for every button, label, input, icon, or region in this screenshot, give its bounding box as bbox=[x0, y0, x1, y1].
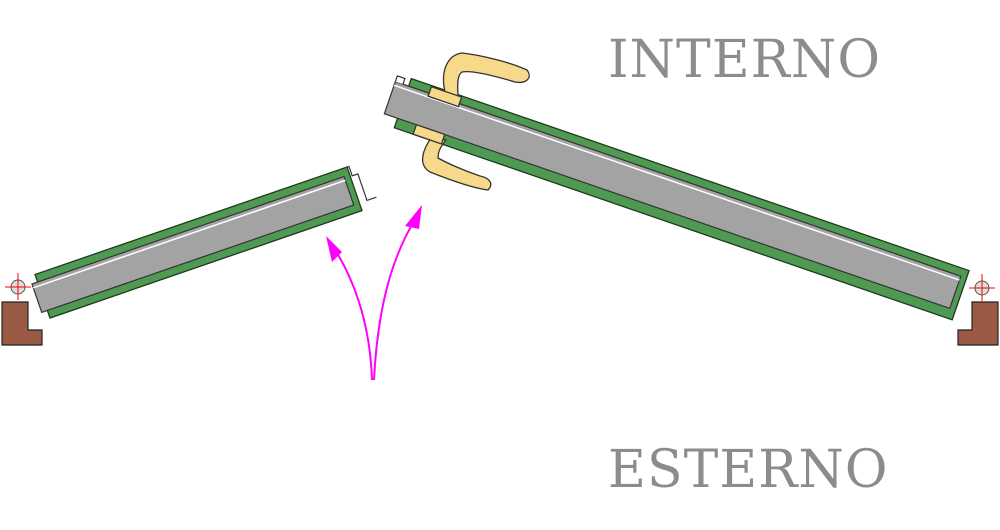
interior-label: INTERNO bbox=[608, 30, 881, 90]
left-door-leaf bbox=[31, 165, 377, 319]
arrow-right-leaf bbox=[373, 214, 419, 381]
exterior-label: ESTERNO bbox=[608, 440, 889, 500]
left-frame-jamb bbox=[1, 301, 43, 346]
arrow-left-leaf bbox=[331, 244, 373, 381]
right-hinge bbox=[969, 274, 995, 301]
door-handle bbox=[412, 52, 530, 191]
right-frame-jamb bbox=[957, 301, 999, 346]
right-door-leaf bbox=[383, 75, 970, 321]
left-hinge bbox=[5, 273, 31, 300]
opening-direction-arrows bbox=[326, 205, 422, 381]
